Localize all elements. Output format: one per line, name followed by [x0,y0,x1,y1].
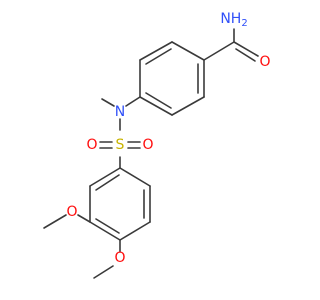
bond [145,48,172,65]
bond [145,92,172,109]
amine-group: NH2 [220,11,247,29]
bond [119,167,151,187]
atom-label: O [66,204,77,220]
atom-labels: NH2 O N S O O O O [66,11,270,266]
atom-label: O [259,54,270,70]
atom-label: NH2 [220,11,247,29]
atom-label: O [142,137,153,153]
bond [89,221,121,241]
bond [203,41,235,61]
bond [119,221,151,241]
bond [101,98,115,107]
bond [93,265,114,279]
bond [139,96,173,116]
atom-label: O [86,137,97,153]
bond [89,167,121,187]
bond [235,48,256,62]
bond [43,214,67,229]
bond [95,174,120,191]
atom-label: N [115,104,125,120]
bond [95,218,120,234]
bond [233,41,259,57]
atom-label: O [114,250,125,266]
bond [171,41,205,61]
bond [171,96,205,116]
atom-label: S [116,137,125,153]
bond [77,214,91,223]
bond [125,96,141,107]
bonds [43,28,259,279]
bond [139,41,173,61]
molecule-structure: NH2 O N S O O O O [43,11,271,279]
